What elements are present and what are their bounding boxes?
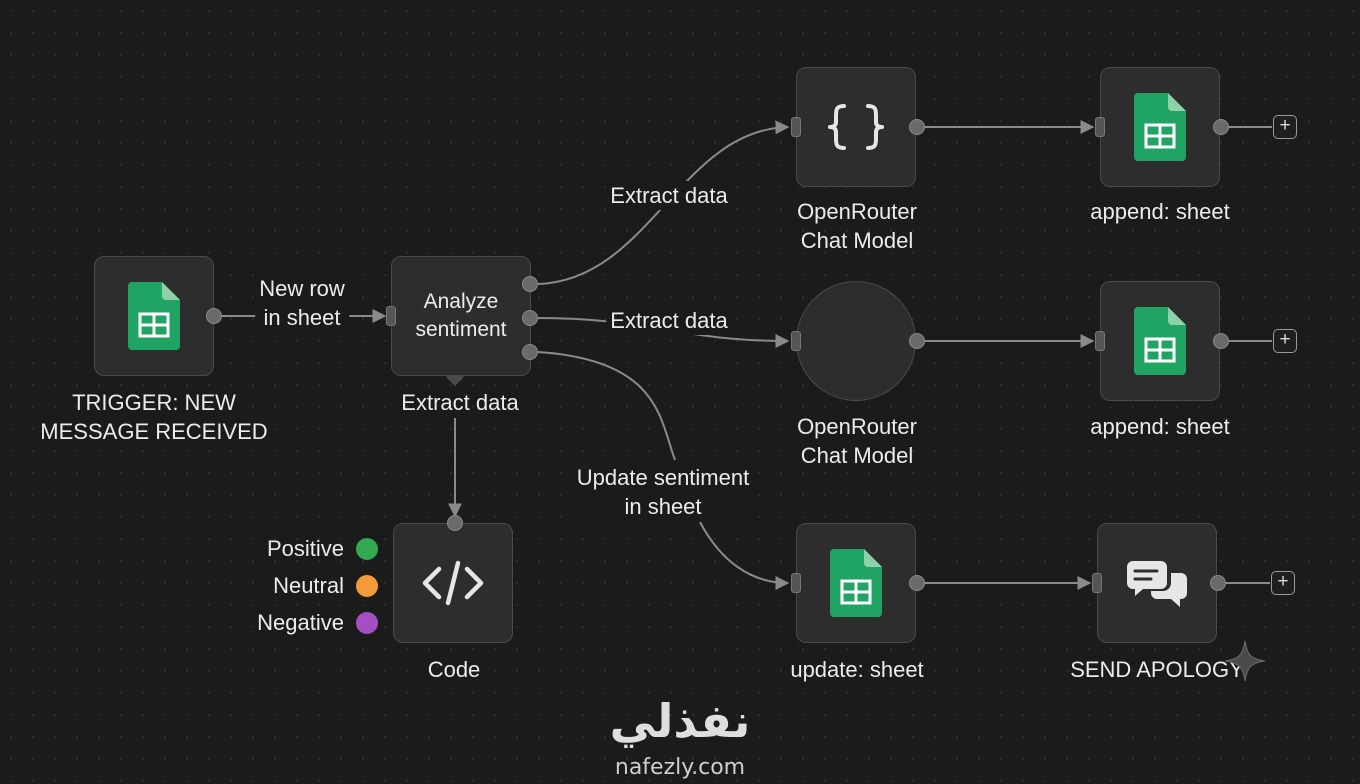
legend-label: Neutral	[273, 573, 344, 598]
google-sheets-icon	[1134, 93, 1186, 161]
analyze-node-title: Analyze sentiment	[415, 290, 507, 341]
edge-label-update-sentiment: Update sentiment in sheet	[572, 463, 754, 521]
chat-bubbles-icon	[1127, 557, 1187, 609]
google-sheets-icon	[830, 549, 882, 617]
edge-label-extract-mid: Extract data	[606, 306, 732, 335]
edge-label-new-row: New row in sheet	[255, 274, 349, 332]
openrouter-model-node-top[interactable]	[796, 67, 916, 187]
curly-braces-icon	[826, 102, 886, 152]
legend-label: Negative	[257, 610, 344, 635]
apology-input-port[interactable]	[1092, 573, 1102, 593]
model-mid-input-port[interactable]	[791, 331, 801, 351]
append-top-input-port[interactable]	[1095, 117, 1105, 137]
update-input-port[interactable]	[791, 573, 801, 593]
google-sheets-icon	[1134, 307, 1186, 375]
google-sheets-icon	[128, 282, 180, 350]
analyze-output-port-3[interactable]	[522, 344, 538, 360]
openrouter-model-node-mid[interactable]	[796, 281, 916, 401]
positive-dot-icon	[356, 538, 378, 560]
legend-item-neutral: Neutral	[273, 573, 378, 599]
model-top-input-port[interactable]	[791, 117, 801, 137]
update-sheet-node[interactable]	[796, 523, 916, 643]
apology-output-port[interactable]	[1210, 575, 1226, 591]
add-node-button[interactable]: +	[1271, 571, 1295, 595]
update-sheet-label: update: sheet	[790, 657, 924, 682]
legend-label: Positive	[266, 536, 344, 561]
negative-dot-icon	[356, 612, 378, 634]
model-mid-label: OpenRouter Chat Model	[797, 414, 917, 468]
brand-url: nafezly.com	[614, 755, 746, 780]
sparkle-icon	[1224, 640, 1266, 687]
analyze-output-port-2[interactable]	[522, 310, 538, 326]
analyze-input-port[interactable]	[386, 306, 396, 326]
append-mid-label: append: sheet	[1090, 414, 1230, 439]
model-mid-output-port[interactable]	[909, 333, 925, 349]
edge-analyze-to-update	[537, 351, 788, 583]
edge-label-extract-top: Extract data	[606, 181, 732, 210]
send-apology-node[interactable]	[1097, 523, 1217, 643]
add-node-button[interactable]: +	[1273, 329, 1297, 353]
code-node-label: Code	[427, 657, 481, 682]
code-brackets-icon	[421, 559, 485, 607]
trigger-node[interactable]	[94, 256, 214, 376]
add-node-button[interactable]: +	[1273, 115, 1297, 139]
trigger-output-port[interactable]	[206, 308, 222, 324]
code-input-port[interactable]	[447, 515, 463, 531]
append-mid-input-port[interactable]	[1095, 331, 1105, 351]
append-sheet-node-mid[interactable]	[1100, 281, 1220, 401]
neutral-dot-icon	[356, 575, 378, 597]
send-apology-label: SEND APOLOGY	[1070, 657, 1244, 682]
update-output-port[interactable]	[909, 575, 925, 591]
append-mid-output-port[interactable]	[1213, 333, 1229, 349]
analyze-sentiment-node[interactable]: Analyze sentiment	[391, 256, 531, 376]
analyze-sub-label: Extract data	[401, 390, 519, 415]
code-node[interactable]	[393, 523, 513, 643]
append-top-output-port[interactable]	[1213, 119, 1229, 135]
append-top-label: append: sheet	[1090, 199, 1230, 224]
model-top-output-port[interactable]	[909, 119, 925, 135]
legend-item-positive: Positive	[267, 536, 378, 562]
analyze-output-port-1[interactable]	[522, 276, 538, 292]
trigger-node-label: TRIGGER: NEW MESSAGE RECEIVED	[40, 390, 268, 444]
model-top-label: OpenRouter Chat Model	[797, 199, 917, 253]
append-sheet-node-top[interactable]	[1100, 67, 1220, 187]
legend-item-negative: Negative	[257, 610, 378, 636]
brand-logo-arabic: نفذلي	[609, 694, 751, 748]
